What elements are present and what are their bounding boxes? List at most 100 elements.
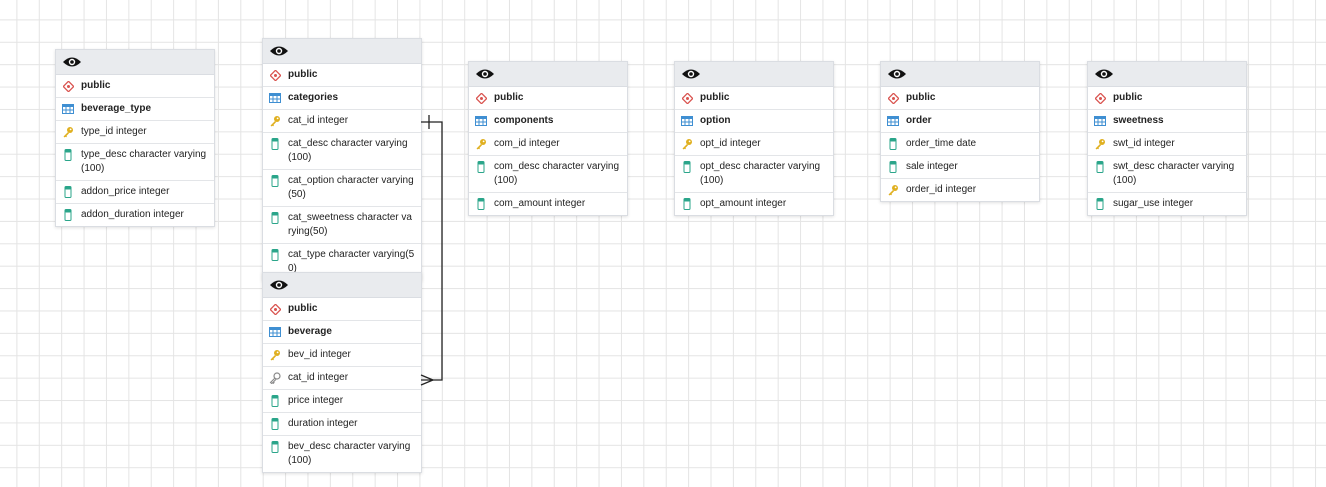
table-name: order [906, 115, 932, 126]
column-name: addon_price integer [81, 186, 170, 197]
primary-key-icon [475, 137, 487, 151]
table-components[interactable]: public components com_id integer com_des… [468, 61, 628, 216]
column-icon [62, 208, 74, 222]
table-name: sweetness [1113, 115, 1164, 126]
column-name: order_id integer [906, 184, 977, 195]
schema-icon [475, 91, 487, 105]
column-name: type_desc character varying(100) [81, 149, 207, 174]
table-name-row[interactable]: beverage [263, 321, 421, 344]
table-name-row[interactable]: components [469, 110, 627, 133]
schema-row[interactable]: public [263, 298, 421, 321]
column-name: swt_id integer [1113, 138, 1175, 149]
table-name-row[interactable]: categories [263, 87, 421, 110]
column-row[interactable]: opt_amount integer [675, 193, 833, 215]
column-row[interactable]: order_id integer [881, 179, 1039, 201]
table-header [263, 273, 421, 298]
table-icon [1094, 114, 1106, 128]
column-icon [681, 160, 693, 174]
table-name-row[interactable]: option [675, 110, 833, 133]
table-beverage[interactable]: public beverage bev_id integer cat_id in… [262, 272, 422, 473]
eye-icon[interactable] [269, 43, 289, 59]
column-name: type_id integer [81, 126, 147, 137]
table-option[interactable]: public option opt_id integer opt_desc ch… [674, 61, 834, 216]
column-row[interactable]: sugar_use integer [1088, 193, 1246, 215]
schema-name: public [288, 303, 318, 314]
table-name: categories [288, 92, 339, 103]
relationship-line[interactable] [421, 121, 443, 381]
primary-key-icon [269, 114, 281, 128]
table-name: components [494, 115, 554, 126]
column-icon [475, 197, 487, 211]
column-row[interactable]: order_time date [881, 133, 1039, 156]
column-row[interactable]: cat_desc character varying(100) [263, 133, 421, 170]
table-name-row[interactable]: sweetness [1088, 110, 1246, 133]
schema-row[interactable]: public [469, 87, 627, 110]
column-icon [269, 440, 281, 454]
column-icon [475, 160, 487, 174]
column-row[interactable]: addon_price integer [56, 181, 214, 204]
table-name-row[interactable]: order [881, 110, 1039, 133]
table-icon [62, 102, 74, 116]
schema-row[interactable]: public [263, 64, 421, 87]
column-row[interactable]: addon_duration integer [56, 204, 214, 226]
column-row[interactable]: sale integer [881, 156, 1039, 179]
column-icon [887, 137, 899, 151]
column-row[interactable]: com_id integer [469, 133, 627, 156]
schema-row[interactable]: public [1088, 87, 1246, 110]
table-header [675, 62, 833, 87]
column-icon [887, 160, 899, 174]
schema-name: public [1113, 92, 1143, 103]
schema-name: public [906, 92, 936, 103]
table-name-row[interactable]: beverage_type [56, 98, 214, 121]
column-name: price integer [288, 395, 344, 406]
column-row[interactable]: cat_type character varying(50) [263, 244, 421, 280]
column-name: swt_desc character varying(100) [1113, 161, 1235, 186]
table-beverage_type[interactable]: public beverage_type type_id integer typ… [55, 49, 215, 227]
column-icon [269, 417, 281, 431]
primary-key-icon [1094, 137, 1106, 151]
column-name: sugar_use integer [1113, 198, 1194, 209]
column-row[interactable]: type_id integer [56, 121, 214, 144]
column-icon [1094, 197, 1106, 211]
column-name: sale integer [906, 161, 958, 172]
column-row[interactable]: cat_id integer [263, 110, 421, 133]
eye-icon[interactable] [62, 54, 82, 70]
foreign-key-icon [269, 371, 281, 385]
schema-row[interactable]: public [881, 87, 1039, 110]
column-name: bev_id integer [288, 349, 351, 360]
eye-icon[interactable] [475, 66, 495, 82]
column-row[interactable]: opt_desc character varying(100) [675, 156, 833, 193]
eye-icon[interactable] [681, 66, 701, 82]
table-header [469, 62, 627, 87]
column-row[interactable]: cat_sweetness character varying(50) [263, 207, 421, 244]
schema-row[interactable]: public [56, 75, 214, 98]
column-icon [269, 394, 281, 408]
column-row[interactable]: type_desc character varying(100) [56, 144, 214, 181]
table-header [1088, 62, 1246, 87]
column-row[interactable]: com_amount integer [469, 193, 627, 215]
column-name: opt_amount integer [700, 198, 787, 209]
schema-row[interactable]: public [675, 87, 833, 110]
column-row[interactable]: price integer [263, 390, 421, 413]
table-order[interactable]: public order order_time date sale intege… [880, 61, 1040, 202]
column-row[interactable]: swt_desc character varying(100) [1088, 156, 1246, 193]
column-name: opt_desc character varying(100) [700, 161, 821, 186]
eye-icon[interactable] [1094, 66, 1114, 82]
column-row[interactable]: opt_id integer [675, 133, 833, 156]
eye-icon[interactable] [269, 277, 289, 293]
column-row[interactable]: bev_desc character varying(100) [263, 436, 421, 472]
column-row[interactable]: duration integer [263, 413, 421, 436]
table-name: beverage_type [81, 103, 152, 114]
schema-name: public [81, 80, 111, 91]
table-sweetness[interactable]: public sweetness swt_id integer swt_desc… [1087, 61, 1247, 216]
column-row[interactable]: cat_id integer [263, 367, 421, 390]
column-name: duration integer [288, 418, 358, 429]
column-name: cat_sweetness character varying(50) [288, 212, 412, 237]
column-row[interactable]: swt_id integer [1088, 133, 1246, 156]
column-row[interactable]: com_desc character varying(100) [469, 156, 627, 193]
column-row[interactable]: bev_id integer [263, 344, 421, 367]
column-row[interactable]: cat_option character varying(50) [263, 170, 421, 207]
eye-icon[interactable] [887, 66, 907, 82]
column-name: cat_id integer [288, 372, 349, 383]
table-categories[interactable]: public categories cat_id integer cat_des… [262, 38, 422, 281]
